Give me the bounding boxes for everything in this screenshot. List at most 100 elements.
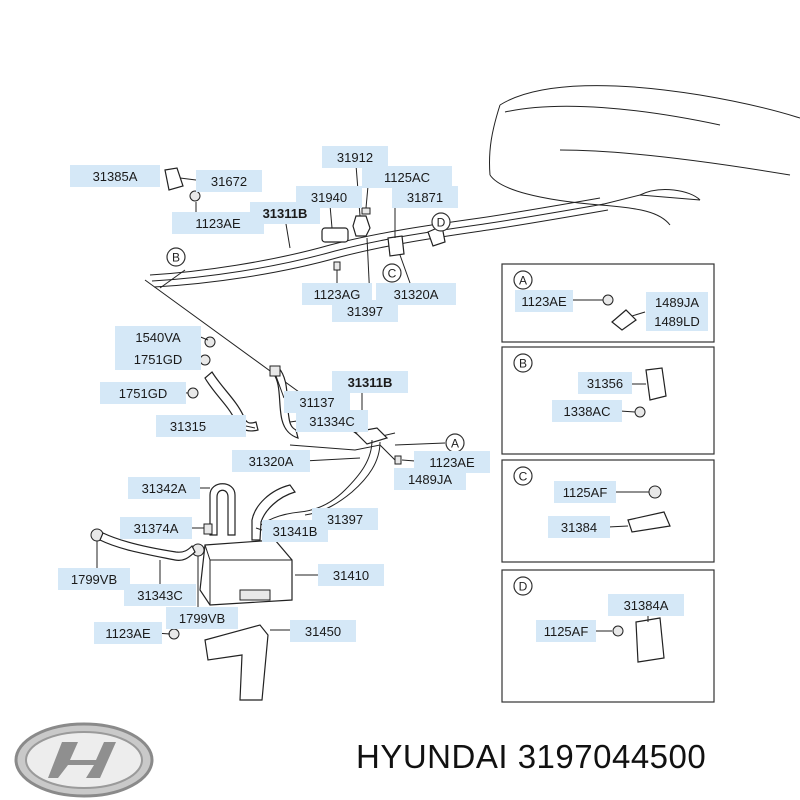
ref-circle-a-text: A — [451, 437, 459, 451]
svg-text:31397: 31397 — [327, 512, 363, 527]
ref-circle-d — [431, 212, 451, 232]
label-1123ae-top[interactable]: 1123AE — [172, 212, 264, 234]
svg-text:31384A: 31384A — [624, 598, 669, 613]
clip-31384a — [635, 617, 665, 663]
clip-1489ja-a — [611, 309, 637, 331]
svg-text:31912: 31912 — [337, 150, 373, 165]
label-31871[interactable]: 31871 — [392, 186, 458, 208]
bolt-1125af-c — [648, 485, 662, 499]
detail-panel-d: D 31384A 1125AF — [501, 569, 715, 703]
washer-1751gd-top — [199, 354, 211, 366]
svg-text:31311B: 31311B — [263, 206, 308, 221]
detail-d-letter: D — [519, 580, 528, 594]
label-31384a[interactable]: 31384A — [608, 594, 684, 616]
svg-text:31315: 31315 — [170, 419, 206, 434]
label-1123ag[interactable]: 1123AG — [302, 283, 372, 305]
svg-text:1489JA: 1489JA — [408, 472, 452, 487]
bolt-1540va — [204, 336, 216, 348]
bolt-1125af-d — [612, 625, 624, 637]
ref-circle-d-text: D — [437, 216, 446, 230]
svg-text:31320A: 31320A — [249, 454, 294, 469]
hyundai-logo — [14, 722, 154, 798]
label-1125af-c[interactable]: 1125AF — [554, 481, 616, 503]
svg-text:1123AG: 1123AG — [314, 287, 361, 302]
label-1751gd-top[interactable]: 1751GD — [115, 348, 201, 370]
label-31356[interactable]: 31356 — [578, 372, 632, 394]
svg-text:31871: 31871 — [407, 190, 443, 205]
svg-text:1123AE: 1123AE — [521, 294, 567, 309]
label-1540va[interactable]: 1540VA — [115, 326, 201, 348]
svg-text:1799VB: 1799VB — [179, 611, 225, 626]
svg-text:31334C: 31334C — [309, 414, 355, 429]
bolt-1123ae-a — [602, 294, 614, 306]
label-31320a-top[interactable]: 31320A — [376, 283, 456, 305]
clip-31374a — [203, 523, 213, 535]
label-31315[interactable]: 31315 — [156, 415, 246, 437]
svg-text:31343C: 31343C — [137, 588, 183, 603]
label-1338ac[interactable]: 1338AC — [552, 400, 622, 422]
svg-text:31385A: 31385A — [93, 169, 138, 184]
svg-text:31450: 31450 — [305, 624, 341, 639]
label-1123ae-low[interactable]: 1123AE — [94, 622, 162, 644]
label-1751gd[interactable]: 1751GD — [100, 382, 186, 404]
label-31385a[interactable]: 31385A — [70, 165, 160, 187]
label-31343c[interactable]: 31343C — [124, 584, 196, 606]
bolt-1123ae-mid — [394, 455, 402, 465]
reference-circles: B C D A — [166, 212, 465, 453]
svg-text:31397: 31397 — [347, 304, 383, 319]
svg-text:31940: 31940 — [311, 190, 347, 205]
svg-text:31356: 31356 — [587, 376, 623, 391]
label-31450[interactable]: 31450 — [290, 620, 356, 642]
label-31672[interactable]: 31672 — [196, 170, 262, 192]
svg-text:1751GD: 1751GD — [119, 386, 167, 401]
svg-text:1123AE: 1123AE — [429, 455, 475, 470]
brand-footer: HYUNDAI 3197044500 — [356, 738, 706, 776]
label-31410[interactable]: 31410 — [318, 564, 384, 586]
ref-circle-c — [382, 263, 402, 283]
label-31311b-top[interactable]: 31311B — [250, 202, 320, 224]
label-31397-top[interactable]: 31397 — [332, 300, 398, 322]
washer-1751gd — [187, 387, 199, 399]
clamp-31137 — [269, 365, 281, 377]
label-31912[interactable]: 31912 — [322, 146, 388, 168]
main-labels: 31385A 31672 1123AE 31912 1125AC 31940 3… — [58, 146, 490, 644]
detail-panel-a: A 1123AE 1489JA 1489LD — [501, 263, 715, 343]
label-31137[interactable]: 31137 — [284, 391, 350, 413]
label-31341b[interactable]: 31341B — [262, 520, 328, 542]
svg-text:1751GD: 1751GD — [134, 352, 182, 367]
label-1799vb-left[interactable]: 1799VB — [58, 568, 130, 590]
label-31397-mid[interactable]: 31397 — [312, 508, 378, 530]
canister-port — [239, 589, 271, 601]
label-1799vb-right[interactable]: 1799VB — [166, 607, 238, 629]
label-1125ac[interactable]: 1125AC — [362, 166, 452, 188]
hose-31343c — [99, 532, 196, 561]
label-1123ae-a[interactable]: 1123AE — [515, 290, 573, 312]
ref-circle-c-text: C — [388, 267, 397, 281]
svg-text:1338AC: 1338AC — [564, 404, 611, 419]
hose-31341b — [251, 484, 296, 541]
svg-text:1123AE: 1123AE — [105, 626, 151, 641]
bolt-1123ae — [189, 190, 201, 202]
fuel-clamp-31912 — [352, 215, 371, 237]
label-31342a[interactable]: 31342A — [128, 477, 200, 499]
label-1489ld-a[interactable]: 1489LD — [646, 311, 708, 331]
vehicle-body-outline — [489, 85, 800, 226]
svg-text:1125AF: 1125AF — [544, 624, 589, 639]
label-31374a[interactable]: 31374A — [120, 517, 192, 539]
nut-1338ac — [634, 406, 646, 418]
label-1489ja-mid[interactable]: 1489JA — [394, 468, 466, 490]
label-31320a-mid[interactable]: 31320A — [232, 450, 310, 472]
svg-text:31342A: 31342A — [142, 481, 187, 496]
fuel-filter-31940 — [321, 227, 349, 243]
svg-text:1489LD: 1489LD — [654, 314, 700, 329]
clip-31384 — [627, 511, 671, 533]
brand-name: HYUNDAI — [356, 738, 509, 775]
bracket-31672 — [164, 167, 184, 191]
label-1125af-d[interactable]: 1125AF — [536, 620, 596, 642]
label-1489ja-a[interactable]: 1489JA — [646, 292, 708, 312]
label-31334c[interactable]: 31334C — [296, 410, 368, 432]
label-1123ae-mid[interactable]: 1123AE — [414, 451, 490, 473]
label-31384[interactable]: 31384 — [548, 516, 610, 538]
label-31311b-mid[interactable]: 31311B — [332, 371, 408, 393]
